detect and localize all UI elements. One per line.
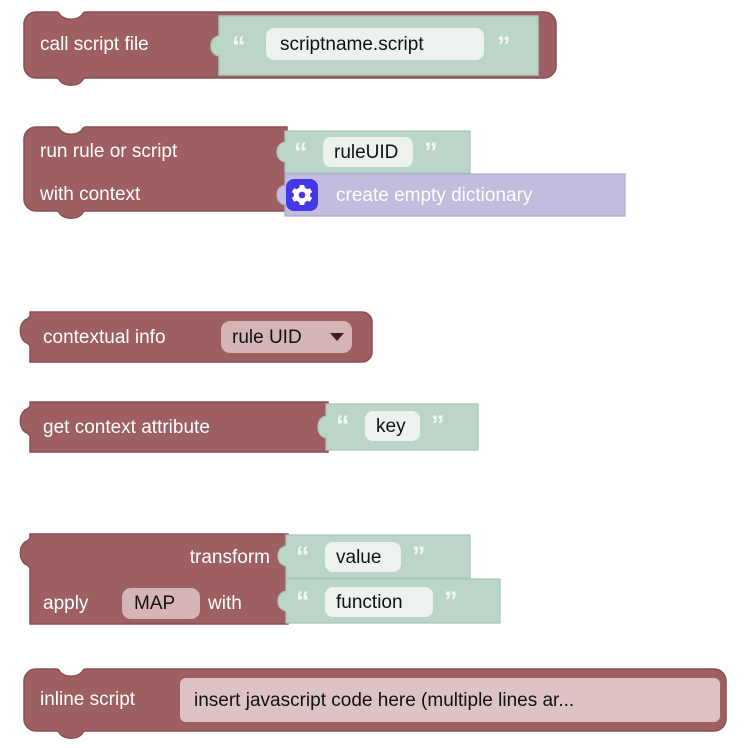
script-name-field-text: scriptname.script	[280, 34, 424, 55]
contextual-info-dropdown-value: rule UID	[232, 327, 302, 348]
context-key-field-text: key	[376, 416, 406, 437]
open-quote-icon: “	[294, 137, 308, 167]
create-empty-dictionary-label: create empty dictionary	[336, 185, 533, 206]
transform-value-field[interactable]	[325, 542, 401, 572]
open-quote-icon: “	[336, 410, 350, 440]
rule-uid-value[interactable]: “ ruleUID ”	[276, 130, 471, 174]
contextual-info-dropdown[interactable]: rule UID	[221, 321, 352, 353]
script-name-field[interactable]	[266, 28, 484, 60]
with-label: with	[207, 593, 242, 614]
block-body[interactable]	[19, 533, 289, 625]
script-name-value[interactable]: “ scriptname.script ”	[210, 15, 539, 76]
open-quote-icon: “	[232, 31, 246, 61]
inline-script-code-field[interactable]	[180, 678, 720, 722]
contextual-info-block[interactable]: contextual info rule UID	[10, 308, 390, 366]
run-rule-or-script-label: run rule or script	[40, 141, 178, 162]
transform-block[interactable]: transform apply MAP with “ value ” “ fun…	[10, 530, 510, 630]
apply-label: apply	[43, 593, 89, 614]
call-script-file-label: call script file	[40, 34, 149, 55]
dropdown-bg[interactable]	[221, 321, 352, 353]
call-script-file-block[interactable]: call script file “ scriptname.script ”	[20, 8, 565, 86]
transform-type-field[interactable]	[122, 588, 200, 619]
close-quote-icon: ”	[444, 586, 458, 616]
get-context-attribute-block[interactable]: get context attribute “ key ”	[10, 398, 490, 456]
block-body[interactable]	[19, 401, 329, 453]
contextual-info-label: contextual info	[43, 327, 166, 348]
transform-function-field-text: function	[336, 592, 403, 613]
gear-icon-hole	[298, 191, 306, 199]
close-quote-icon: ”	[431, 410, 445, 440]
rule-uid-field[interactable]	[323, 137, 413, 167]
inline-script-block[interactable]: inline script insert javascript code her…	[20, 665, 735, 743]
chevron-down-icon[interactable]	[330, 333, 344, 341]
create-empty-dictionary-value[interactable]: create empty dictionary	[276, 173, 626, 217]
transform-label: transform	[190, 547, 270, 568]
context-key-value[interactable]: “ key ”	[317, 403, 479, 451]
open-quote-icon: “	[296, 586, 310, 616]
rule-uid-field-text: ruleUID	[334, 142, 398, 163]
close-quote-icon: ”	[412, 541, 426, 571]
transform-function-field[interactable]	[325, 587, 433, 617]
gear-icon[interactable]	[286, 179, 318, 211]
close-quote-icon: ”	[424, 137, 438, 167]
with-context-label: with context	[39, 184, 141, 205]
run-rule-or-script-block[interactable]: run rule or script with context “ ruleUI…	[20, 120, 640, 230]
context-key-field[interactable]	[365, 411, 420, 441]
inline-script-code-field-text: insert javascript code here (multiple li…	[194, 690, 574, 711]
transform-value-input[interactable]: “ value ”	[277, 534, 471, 579]
transform-value-field-text: value	[336, 547, 381, 568]
transform-function-input[interactable]: “ function ”	[277, 578, 501, 624]
open-quote-icon: “	[296, 541, 310, 571]
value-body[interactable]	[276, 173, 626, 217]
transform-type-field-text: MAP	[134, 593, 175, 614]
get-context-attribute-label: get context attribute	[43, 417, 210, 438]
close-quote-icon: ”	[497, 31, 511, 61]
inline-script-label: inline script	[40, 689, 136, 710]
